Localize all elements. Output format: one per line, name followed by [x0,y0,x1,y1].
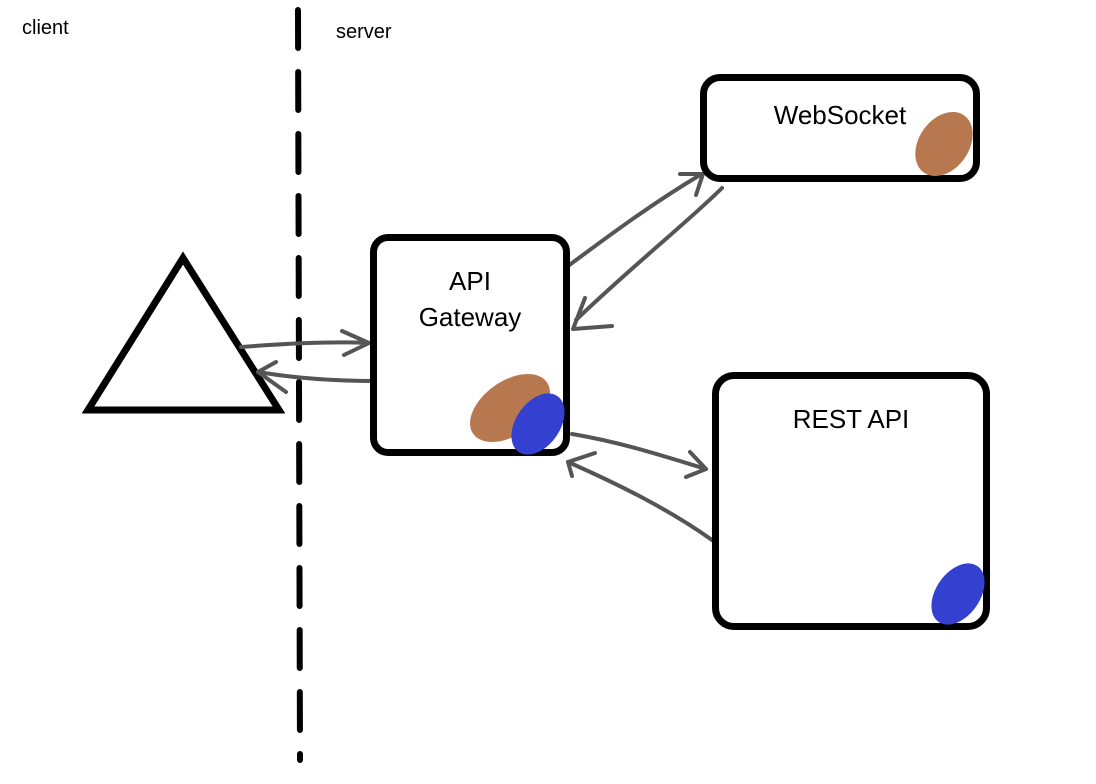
client-region-label: client [22,17,69,39]
arrow-gateway-to-rest [570,432,708,471]
arrow-websocket-to-gateway [574,186,724,322]
gateway-blue-marker-icon [511,393,565,455]
arrow-client-to-gateway [239,340,371,349]
arrowhead-gateway-to-client-icon [256,360,288,394]
arrowhead-websocket-to-gateway-icon [571,296,614,331]
websocket-node-label: WebSocket [773,100,907,130]
arrow-rest-to-gateway [566,460,714,542]
server-region-label: server [336,21,392,43]
client-server-boundary-line [295,7,303,763]
rest-api-node-label: REST API [792,404,910,434]
arrow-gateway-to-websocket [566,173,702,268]
client-triangle-icon [81,251,286,414]
rest-blue-marker-icon [931,563,985,625]
api-gateway-node-label: API Gateway [418,266,522,332]
arrowhead-client-to-gateway-icon [340,329,371,357]
arrow-gateway-to-client [256,370,377,383]
websocket-brown-marker-icon [915,111,973,177]
arrowhead-rest-to-gateway-icon [566,451,597,478]
arrowhead-gateway-to-rest-icon [684,450,708,479]
